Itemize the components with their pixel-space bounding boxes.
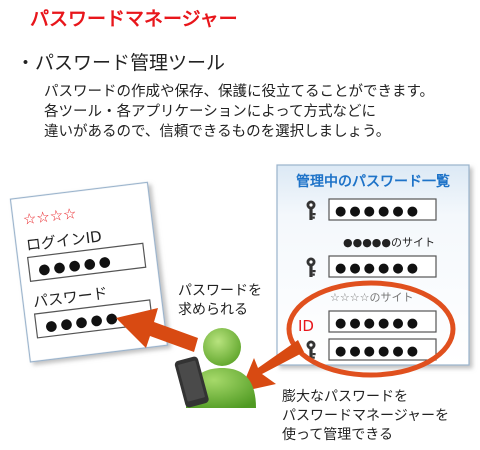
highlight-circle — [286, 280, 456, 378]
manager-panel-heading: 管理中のパスワード一覧 — [296, 173, 450, 190]
manager-panel: 管理中のパスワード一覧 ●●●●●● ●●●●●のサイト ●●●●●● ☆☆☆☆… — [276, 164, 470, 366]
entry-field — [328, 310, 437, 333]
requested-line: 求められる — [178, 302, 248, 318]
site-label: ☆☆☆☆のサイト — [330, 291, 413, 304]
site-label: ●●●●●のサイト — [343, 236, 435, 249]
login-id-field — [26, 242, 147, 282]
arrow-icon — [116, 308, 198, 352]
requested-text: パスワードを 求められる — [178, 282, 262, 320]
entry-masked: ●●●●●● — [335, 316, 421, 331]
entry-masked: ●●●●●● — [335, 261, 421, 276]
section-heading: ・パスワード管理ツール — [16, 52, 226, 74]
entry-field — [328, 198, 437, 221]
caption-line: 膨大なパスワードを — [282, 389, 408, 405]
entry-masked: ●●●●●● — [335, 344, 421, 359]
arrow-icon — [240, 340, 304, 392]
caption-line: パスワードマネージャーを — [282, 408, 450, 424]
requested-line: パスワードを — [178, 283, 262, 299]
description: パスワードの作成や保存、保護に役立てることができます。 各ツール・各アプリケーシ… — [44, 82, 434, 142]
smartphone-icon — [174, 356, 209, 408]
entry-field — [328, 255, 437, 278]
description-line: 各ツール・各アプリケーションによって方式などに — [44, 104, 377, 120]
caption: 膨大なパスワードを パスワードマネージャーを 使って管理できる — [282, 388, 449, 445]
page-title: パスワードマネージャー — [30, 8, 238, 30]
panel-id-label: ID — [298, 317, 314, 335]
entry-masked: ●●●●●● — [335, 204, 421, 219]
description-line: 違いがあるので、信頼できるものを選択しましょう。 — [44, 124, 391, 140]
caption-line: 使って管理できる — [282, 427, 394, 443]
entry-field — [328, 338, 437, 361]
description-line: パスワードの作成や保存、保護に役立てることができます。 — [44, 84, 435, 100]
